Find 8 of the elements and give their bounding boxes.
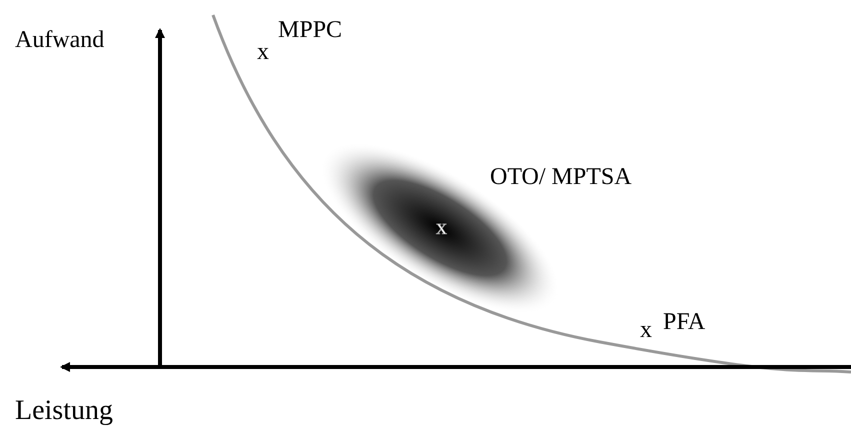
point-label: PFA [663, 310, 706, 334]
region-label: OTO/ MPTSA [490, 165, 632, 189]
point-label: MPPC [278, 18, 342, 42]
axis-label: Leistung [15, 397, 113, 425]
point-marker: x [640, 318, 652, 342]
point-marker: x [436, 216, 447, 238]
axis-label: Aufwand [15, 28, 104, 52]
point-marker: x [257, 40, 269, 64]
